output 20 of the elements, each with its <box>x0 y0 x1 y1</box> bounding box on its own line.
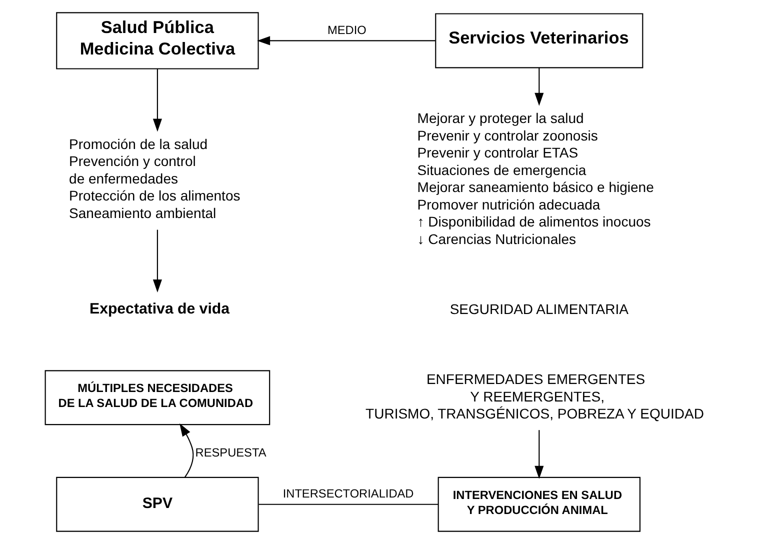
node-text: Promoción de la salud Prevención y control de enfermedades Protección de los alimentos Saneamiento ambiental <box>68 136 240 221</box>
node-box: SPV <box>56 476 258 532</box>
arrow <box>152 68 162 132</box>
arrow <box>534 68 544 106</box>
edge-label: MEDIO <box>327 23 366 38</box>
arrow <box>534 430 544 479</box>
arrow <box>179 423 194 478</box>
node-text: Expectativa de vida <box>89 300 229 318</box>
node-box: INTERVENCIONES EN SALUD Y PRODUCCIÓN ANIMAL <box>437 476 640 532</box>
label: SEGURIDAD ALIMENTARIA <box>449 300 628 317</box>
connector <box>258 504 438 505</box>
edge-label: INTERSECTORIALIDAD <box>282 486 414 501</box>
node-text: Mejorar y proteger la salud Prevenir y controlar zoonosis Prevenir y controlar ETAS Situaciones de emergencia Mejorar saneamiento básico e higiene Promover nutrición adecuada ↑ Disponibilidad de alimentos inocuos ↓ Carencias Nutricionales <box>416 110 654 247</box>
node-text: ENFERMEDADES EMERGENTES Y REEMERGENTES, TURISMO, TRANSGÉNICOS, POBREZA Y EQUIDAD <box>365 371 704 422</box>
node-box: MÚLTIPLES NECESIDADES DE LA SALUD DE LA COMUNIDAD <box>44 370 270 426</box>
node-box: Servicios Veterinarios <box>434 13 643 68</box>
node-box: Salud Pública Medicina Colectiva <box>56 12 258 70</box>
edge-label: RESPUESTA <box>194 446 266 460</box>
arrow <box>256 36 435 46</box>
arrow <box>152 230 162 292</box>
